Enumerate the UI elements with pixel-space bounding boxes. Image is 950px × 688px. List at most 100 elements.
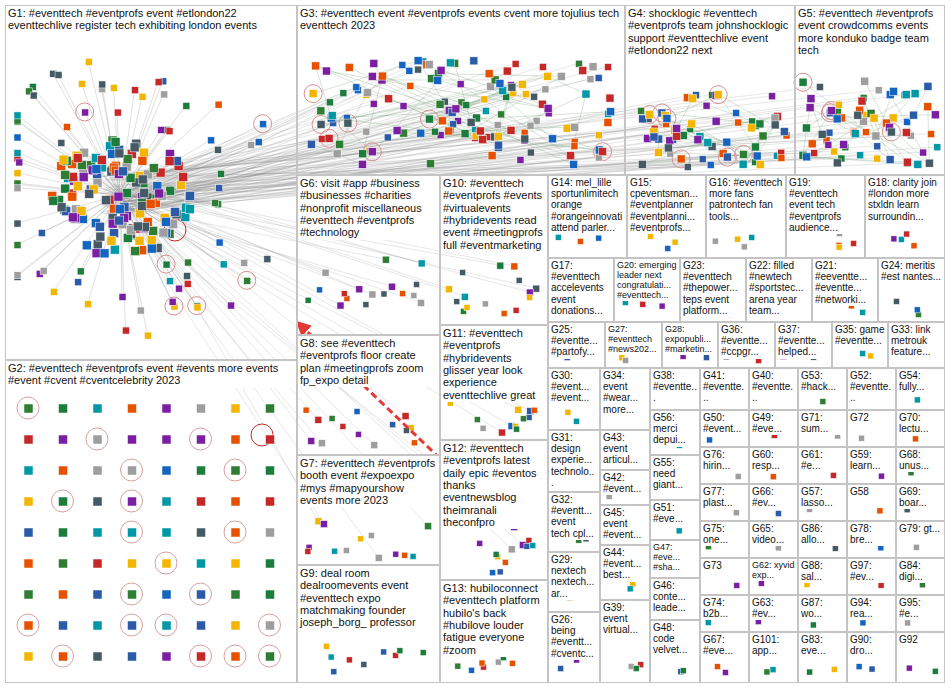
- vertex-icon: [40, 267, 47, 274]
- group-box: G5: #eventtech #eventprofs event crowdco…: [795, 5, 945, 175]
- group-label: G41: #eventte...: [701, 369, 748, 405]
- vertex-icon: [775, 511, 781, 517]
- vertex-icon: [64, 124, 71, 131]
- vertex-icon: [530, 543, 536, 549]
- vertex-icon: [24, 559, 33, 568]
- vertex-icon: [130, 143, 139, 152]
- vertex-icon: [753, 152, 761, 160]
- vertex-icon: [874, 155, 881, 162]
- vertex-icon: [161, 217, 170, 226]
- vertex-icon: [14, 170, 21, 177]
- vertex-icon: [902, 129, 910, 137]
- vertex-icon: [162, 652, 171, 661]
- edge-line: [803, 82, 907, 162]
- vertex-icon: [638, 160, 646, 168]
- vertex-icon: [317, 287, 323, 293]
- vertex-icon: [445, 286, 452, 293]
- vertex-icon: [517, 156, 524, 163]
- self-loop: [121, 614, 143, 636]
- vertex-icon: [59, 435, 68, 444]
- vertex-icon: [82, 109, 89, 116]
- group-label: G78: bre...: [848, 522, 895, 546]
- vertex-icon: [111, 138, 120, 147]
- edge-line: [316, 66, 483, 140]
- vertex-icon: [14, 112, 21, 119]
- group-label: G13: hubiloconnect #eventtech platform h…: [441, 581, 547, 657]
- vertex-icon: [872, 132, 880, 140]
- self-loop: [339, 114, 357, 132]
- vertex-icon: [264, 256, 271, 263]
- group-box: G48: code velvet...: [650, 620, 700, 683]
- group-label: G7: #eventtech #eventprofs booth event #…: [298, 456, 439, 507]
- vertex-icon: [808, 140, 816, 148]
- group-box: G10: #eventtech #eventprofs #events #vir…: [440, 175, 548, 325]
- group-box: G53: #hack...: [798, 368, 847, 410]
- vertex-icon: [162, 590, 171, 599]
- vertex-icon: [363, 302, 369, 308]
- vertex-icon: [215, 146, 222, 153]
- edge-line: [362, 63, 454, 164]
- vertex-icon: [903, 158, 911, 166]
- group-label: G49: #eve...: [750, 411, 797, 435]
- vertex-icon: [218, 170, 225, 177]
- self-loop: [238, 271, 256, 289]
- vertex-icon: [886, 156, 894, 164]
- vertex-icon: [24, 435, 33, 444]
- vertex-icon: [185, 259, 192, 266]
- group-box: G14: mel_lille sportunlimitech orange #o…: [548, 175, 627, 258]
- vertex-icon: [266, 435, 275, 444]
- edge-line: [807, 86, 928, 157]
- vertex-icon: [576, 60, 583, 67]
- vertex-icon: [571, 143, 578, 150]
- vertex-icon: [356, 286, 363, 293]
- edge-line: [78, 195, 120, 282]
- vertex-icon: [905, 620, 911, 626]
- group-label: G3: #eventtech event #eventprofs events …: [298, 6, 624, 33]
- vertex-icon: [526, 414, 532, 420]
- vertex-icon: [733, 510, 739, 516]
- group-box: G86: allo...: [798, 521, 847, 558]
- vertex-icon: [24, 590, 33, 599]
- vertex-icon: [216, 239, 223, 246]
- group-box: G68: unus...: [896, 447, 945, 484]
- group-box: G57: lasso...: [798, 484, 847, 521]
- group-box: G38: #eventte...: [650, 368, 700, 410]
- vertex-icon: [266, 652, 275, 661]
- edge-line: [831, 111, 890, 160]
- vertex-icon: [665, 245, 671, 251]
- vertex-icon: [312, 62, 320, 70]
- vertex-icon: [399, 62, 406, 69]
- group-label: G97: #ev...: [848, 559, 895, 583]
- vertex-icon: [527, 149, 534, 156]
- vertex-icon: [353, 84, 360, 91]
- vertex-icon: [749, 234, 755, 240]
- vertex-icon: [59, 621, 68, 630]
- vertex-icon: [513, 307, 519, 313]
- group-box: G1: #eventtech #eventprofs event #etlond…: [5, 5, 297, 360]
- vertex-icon: [906, 665, 912, 671]
- group-box: G75: one...: [700, 521, 749, 558]
- vertex-icon: [166, 186, 175, 195]
- vertex-icon: [61, 184, 70, 193]
- edge-line: [340, 93, 368, 145]
- group-box: G87: wo...: [798, 595, 847, 632]
- vertex-icon: [128, 621, 137, 630]
- vertex-icon: [735, 473, 741, 479]
- vertex-icon: [493, 551, 499, 557]
- group-box: G19: #eventtech event tech #eventprofs a…: [786, 175, 865, 258]
- vertex-icon: [128, 435, 137, 444]
- vertex-icon: [185, 205, 194, 214]
- vertex-icon: [381, 291, 387, 297]
- edge-line: [120, 195, 197, 306]
- vertex-icon: [336, 140, 344, 148]
- vertex-icon: [368, 72, 376, 80]
- vertex-icon: [759, 132, 767, 140]
- group-box: G78: bre...: [847, 521, 896, 558]
- vertex-icon: [194, 304, 201, 311]
- group-box: G58: [847, 484, 896, 521]
- group-box: G61: #e...: [798, 447, 847, 484]
- vertex-icon: [414, 282, 420, 288]
- vertex-icon: [328, 112, 336, 120]
- vertex-icon: [712, 117, 720, 125]
